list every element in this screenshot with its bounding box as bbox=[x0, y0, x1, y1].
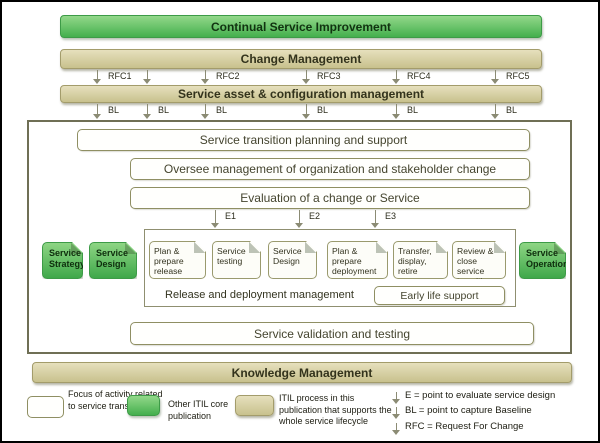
legend-green-label: Other ITIL core publication bbox=[168, 399, 229, 421]
rfc4-label: RFC4 bbox=[407, 71, 431, 81]
knowledge-management-bar: Knowledge Management bbox=[32, 362, 572, 383]
down-arrow-icon bbox=[201, 104, 210, 119]
step-plan-prepare-release: Plan & prepare release bbox=[149, 241, 206, 279]
step-service-testing: Service testing bbox=[212, 241, 261, 279]
down-arrow-icon bbox=[491, 70, 500, 84]
e2-label: E2 bbox=[309, 211, 321, 221]
release-deployment-label: Release and deployment management bbox=[165, 289, 354, 301]
down-arrow-icon bbox=[295, 210, 304, 228]
down-arrow-icon bbox=[392, 392, 401, 404]
rfc5-label: RFC5 bbox=[506, 71, 530, 81]
down-arrow-icon bbox=[211, 210, 220, 228]
legend-tan-swatch bbox=[235, 395, 274, 416]
service-operation-box: Service Operation bbox=[519, 242, 566, 279]
legend-note-bl: BL = point to capture Baseline bbox=[405, 405, 532, 416]
down-arrow-icon bbox=[302, 70, 311, 84]
service-design-box: Service Design bbox=[89, 242, 137, 279]
step-review-close-transition: Review & close service transition bbox=[452, 241, 506, 279]
step-service-design: Service Design bbox=[268, 241, 317, 279]
evaluation-bar: Evaluation of a change or Service bbox=[130, 187, 530, 209]
legend-tan-label: ITIL process in this publication that su… bbox=[279, 393, 392, 427]
down-arrow-icon bbox=[491, 104, 500, 119]
down-arrow-icon bbox=[93, 104, 102, 119]
down-arrow-icon bbox=[392, 104, 401, 119]
bl-label: BL bbox=[506, 105, 518, 115]
down-arrow-icon bbox=[371, 210, 380, 228]
early-life-support-box: Early life support bbox=[374, 286, 505, 305]
continual-service-improvement-bar: Continual Service Improvement bbox=[60, 15, 542, 38]
legend-white-label: Focus of activity related to service tra… bbox=[68, 389, 163, 411]
legend-green-swatch bbox=[127, 395, 160, 416]
down-arrow-icon bbox=[392, 423, 401, 435]
service-validation-testing-bar: Service validation and testing bbox=[130, 322, 534, 345]
legend-white-swatch bbox=[27, 396, 64, 418]
e1-label: E1 bbox=[225, 211, 237, 221]
transition-planning-bar: Service transition planning and support bbox=[77, 129, 530, 151]
down-arrow-icon bbox=[201, 70, 210, 84]
legend-note-rfc: RFC = Request For Change bbox=[405, 421, 524, 432]
service-strategy-box: Service Strategy bbox=[42, 242, 83, 279]
down-arrow-icon bbox=[143, 70, 152, 84]
change-management-bar: Change Management bbox=[60, 49, 542, 69]
rfc1-label: RFC1 bbox=[108, 71, 132, 81]
step-transfer-display-retire: Transfer, display, retire bbox=[393, 241, 448, 279]
down-arrow-icon bbox=[93, 70, 102, 84]
bl-label: BL bbox=[317, 105, 329, 115]
rfc2-label: RFC2 bbox=[216, 71, 240, 81]
step-plan-prepare-deployment: Plan & prepare deployment bbox=[327, 241, 388, 279]
bl-label: BL bbox=[158, 105, 170, 115]
down-arrow-icon bbox=[302, 104, 311, 119]
down-arrow-icon bbox=[392, 407, 401, 419]
bl-label: BL bbox=[407, 105, 419, 115]
bl-label: BL bbox=[108, 105, 120, 115]
oversee-management-bar: Oversee management of organization and s… bbox=[130, 158, 530, 180]
down-arrow-icon bbox=[143, 104, 152, 119]
legend-note-e: E = point to evaluate service design bbox=[405, 390, 556, 401]
service-asset-config-management-bar: Service asset & configuration management bbox=[60, 85, 542, 103]
rfc3-label: RFC3 bbox=[317, 71, 341, 81]
bl-label: BL bbox=[216, 105, 228, 115]
down-arrow-icon bbox=[392, 70, 401, 84]
e3-label: E3 bbox=[385, 211, 397, 221]
